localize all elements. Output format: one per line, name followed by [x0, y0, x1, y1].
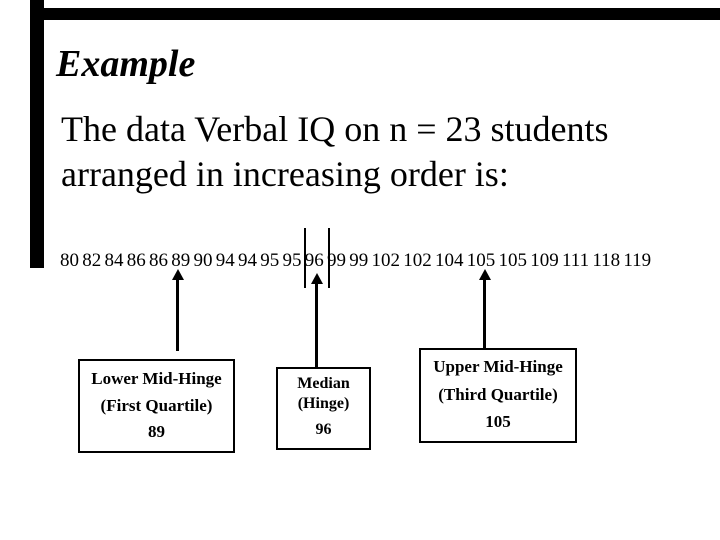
- q3-box-subtitle: (Third Quartile): [438, 384, 558, 404]
- median-label-box: Median (Hinge) 96: [276, 367, 371, 450]
- median-arrowhead-icon: [310, 273, 323, 284]
- q1-label-box: Lower Mid-Hinge (First Quartile) 89: [78, 359, 235, 453]
- data-values-row: 80 82 84 86 86 89 90 94 94 95 95 96 99 9…: [60, 250, 652, 271]
- median-box-title: Median: [297, 375, 350, 392]
- q3-arrowhead-icon: [478, 269, 491, 280]
- slide-title: Example: [56, 43, 196, 85]
- q3-up-arrow-icon: [478, 269, 491, 348]
- median-left-divider-line: [304, 228, 306, 288]
- q1-box-value: 89: [148, 422, 165, 441]
- q3-box-title: Upper Mid-Hinge: [433, 357, 563, 376]
- median-box-subtitle: (Hinge): [297, 395, 350, 412]
- q1-arrowhead-icon: [171, 269, 184, 280]
- median-up-arrow-icon: [310, 273, 323, 367]
- q1-box-subtitle: (First Quartile): [100, 395, 213, 415]
- q1-box-title: Lower Mid-Hinge: [91, 369, 222, 388]
- q1-up-arrow-icon: [171, 269, 184, 351]
- body-line-2: arranged in increasing order is:: [61, 154, 509, 194]
- median-box-value: 96: [315, 421, 332, 438]
- left-border-bar: [30, 0, 44, 268]
- q3-box-value: 105: [485, 412, 511, 431]
- median-right-divider-line: [328, 228, 330, 288]
- q3-label-box: Upper Mid-Hinge (Third Quartile) 105: [419, 348, 577, 443]
- body-line-1: The data Verbal IQ on n = 23 students: [61, 109, 609, 149]
- top-border-bar: [30, 8, 720, 20]
- body-text: The data Verbal IQ on n = 23 students ar…: [61, 107, 609, 197]
